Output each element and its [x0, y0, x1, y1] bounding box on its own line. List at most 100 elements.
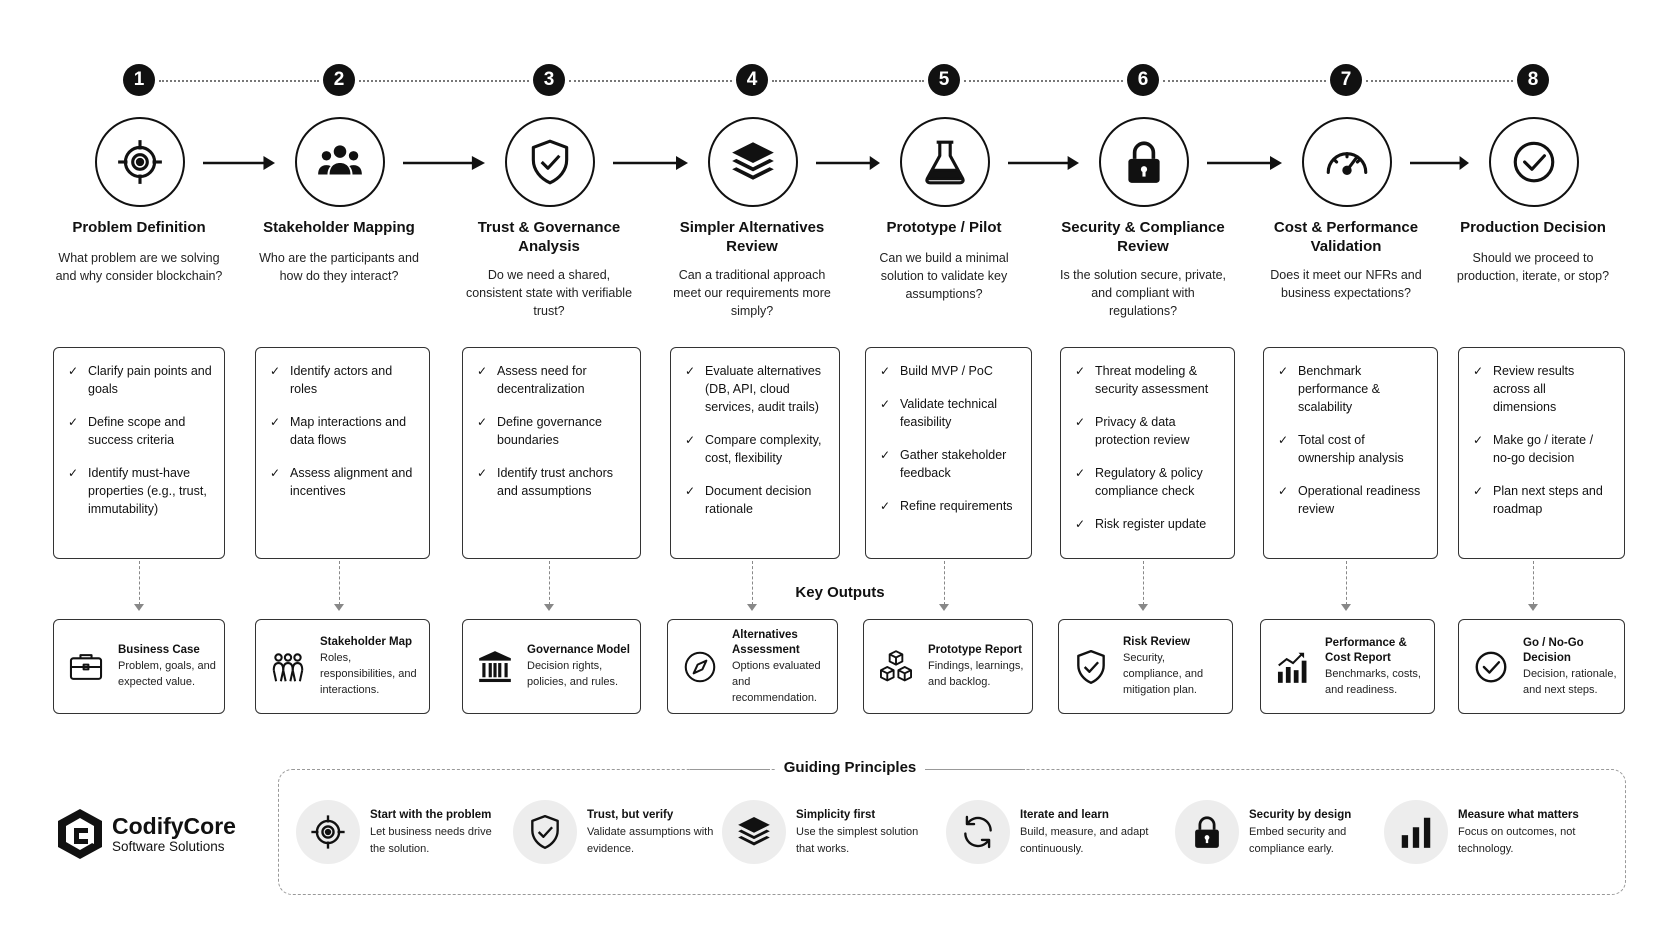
checkmark-icon: ✓ [880, 448, 891, 462]
task-item: ✓Privacy & data protection review [1073, 413, 1222, 449]
check-circle-icon [1469, 645, 1513, 689]
output-text: Risk Review Security, compliance, and mi… [1123, 635, 1226, 698]
task-item: ✓Validate technical feasibility [878, 395, 1019, 431]
cubes-icon [874, 645, 918, 689]
checkmark-icon: ✓ [880, 397, 891, 411]
output-connector-arrowhead [134, 604, 144, 611]
checkmark-icon: ✓ [1278, 433, 1289, 447]
output-description: Benchmarks, costs, and readiness. [1325, 667, 1421, 696]
task-text: Identify actors and roles [290, 364, 393, 396]
flow-arrow [1410, 156, 1469, 170]
output-text: Performance & Cost Report Benchmarks, co… [1325, 636, 1428, 698]
task-item: ✓Regulatory & policy compliance check [1073, 464, 1222, 500]
output-title: Go / No-Go Decision [1523, 636, 1584, 664]
principle-text: Measure what matters Focus on outcomes, … [1458, 807, 1588, 858]
task-item: ✓ Document decision rationale [683, 482, 827, 518]
checkmark-icon: ✓ [1473, 364, 1484, 378]
output-connector-arrowhead [1341, 604, 1351, 611]
checkmark-icon: ✓ [68, 415, 79, 429]
briefcase-icon [64, 645, 108, 689]
task-item: ✓ Review results across all dimensions [1471, 362, 1612, 416]
principle-description: Use the simplest solution that works. [796, 825, 919, 855]
shield-check-icon [525, 137, 575, 187]
task-text: Regulatory & policy compliance check [1095, 466, 1203, 498]
principles-title-rule [925, 769, 1025, 770]
checkmark-icon: ✓ [1278, 484, 1289, 498]
step-icon-circle [295, 117, 385, 207]
task-item: ✓Benchmark performance & scalability [1276, 362, 1425, 416]
principle-icon-circle [296, 800, 360, 864]
principle-description: Validate assumptions with evidence. [587, 825, 714, 855]
step-icon-circle [1302, 117, 1392, 207]
output-connector [139, 561, 140, 605]
checkmark-icon: ✓ [1473, 433, 1484, 447]
task-text: Review results across all dimensions [1493, 364, 1575, 414]
step-number-badge: 8 [1517, 64, 1549, 96]
task-item: ✓Identify trust anchors and assumptions [475, 464, 628, 500]
output-description: Options evaluated and recommendation. [732, 659, 821, 704]
checkmark-icon: ✓ [270, 364, 281, 378]
institution-icon [473, 645, 517, 689]
output-connector [549, 561, 550, 605]
number-connector [359, 80, 529, 82]
task-text: Threat modeling & security assessment [1095, 364, 1209, 396]
principle-item: Security by design Embed security and co… [1175, 800, 1379, 864]
layers-icon [728, 137, 778, 187]
output-connector [1533, 561, 1534, 605]
output-text: Governance Model Decision rights, polici… [527, 643, 634, 690]
task-text: Map interactions and data flows [290, 415, 407, 447]
task-list: ✓Clarify pain points and goals✓Define sc… [66, 362, 212, 518]
checkmark-icon: ✓ [685, 433, 696, 447]
refresh-icon [959, 813, 997, 851]
task-text: Gather stakeholder feedback [900, 448, 1007, 480]
task-card: ✓Benchmark performance & scalability ✓Tot… [1263, 347, 1438, 559]
principle-icon-circle [722, 800, 786, 864]
task-item: ✓Total cost of ownership analysis [1276, 431, 1425, 467]
task-item: ✓Make go / iterate / no-go decision [1471, 431, 1612, 467]
task-list: ✓ Review results across all dimensions ✓Ma… [1471, 362, 1612, 518]
key-outputs-label: Key Outputs [795, 584, 885, 601]
output-connector-arrowhead [747, 604, 757, 611]
principle-title: Iterate and learn [1020, 808, 1109, 821]
principle-title: Simplicity first [796, 808, 876, 821]
output-title: Risk Review [1123, 636, 1191, 648]
output-description: Security, compliance, and mitigation pla… [1123, 652, 1204, 696]
task-text: Document decision rationale [705, 484, 812, 516]
checkmark-icon: ✓ [68, 364, 79, 378]
output-description: Findings, learnings, and backlog. [928, 660, 1024, 688]
step-title: Cost & Performance Validation [1273, 219, 1419, 255]
output-card: Governance Model Decision rights, polici… [462, 619, 641, 714]
output-connector [1346, 561, 1347, 605]
output-connector [339, 561, 340, 605]
task-item: ✓Risk register update [1073, 515, 1222, 533]
task-item: ✓ Gather stakeholder feedback [878, 446, 1019, 482]
task-text: Identify trust anchors and assumptions [497, 466, 614, 498]
number-connector [964, 80, 1123, 82]
task-item: ✓Refine requirements [878, 497, 1019, 515]
flow-arrow [1207, 156, 1282, 170]
principle-text: Trust, but verify Validate assumptions w… [587, 807, 717, 858]
output-title: Stakeholder Map [320, 636, 413, 648]
step-question: Who are the participants and how do they… [259, 251, 419, 283]
checkmark-icon: ✓ [685, 484, 696, 498]
task-item: ✓ Identify actors and roles [268, 362, 417, 398]
speedometer-icon [1322, 137, 1372, 187]
target-icon [309, 813, 347, 851]
checkmark-icon: ✓ [270, 415, 281, 429]
output-connector-arrowhead [1138, 604, 1148, 611]
task-item: ✓Assess alignment and incentives [268, 464, 417, 500]
task-card: ✓Evaluate alternatives (DB, API, cloud s… [670, 347, 840, 559]
principle-item: Trust, but verify Validate assumptions w… [513, 800, 717, 864]
task-card: ✓ Build MVP / PoC ✓Validate technical feas… [865, 347, 1032, 559]
flow-arrow [203, 156, 275, 170]
task-list: ✓Benchmark performance & scalability ✓Tot… [1276, 362, 1425, 518]
task-text: Define scope and success criteria [88, 415, 186, 447]
lock-icon [1188, 813, 1226, 851]
task-list: ✓Evaluate alternatives (DB, API, cloud s… [683, 362, 827, 518]
task-text: Build MVP / PoC [900, 364, 993, 378]
step-title: Prototype / Pilot [886, 219, 1002, 236]
compass-icon [678, 645, 722, 689]
task-text: Assess alignment and incentives [290, 466, 413, 498]
step-icon-circle [708, 117, 798, 207]
